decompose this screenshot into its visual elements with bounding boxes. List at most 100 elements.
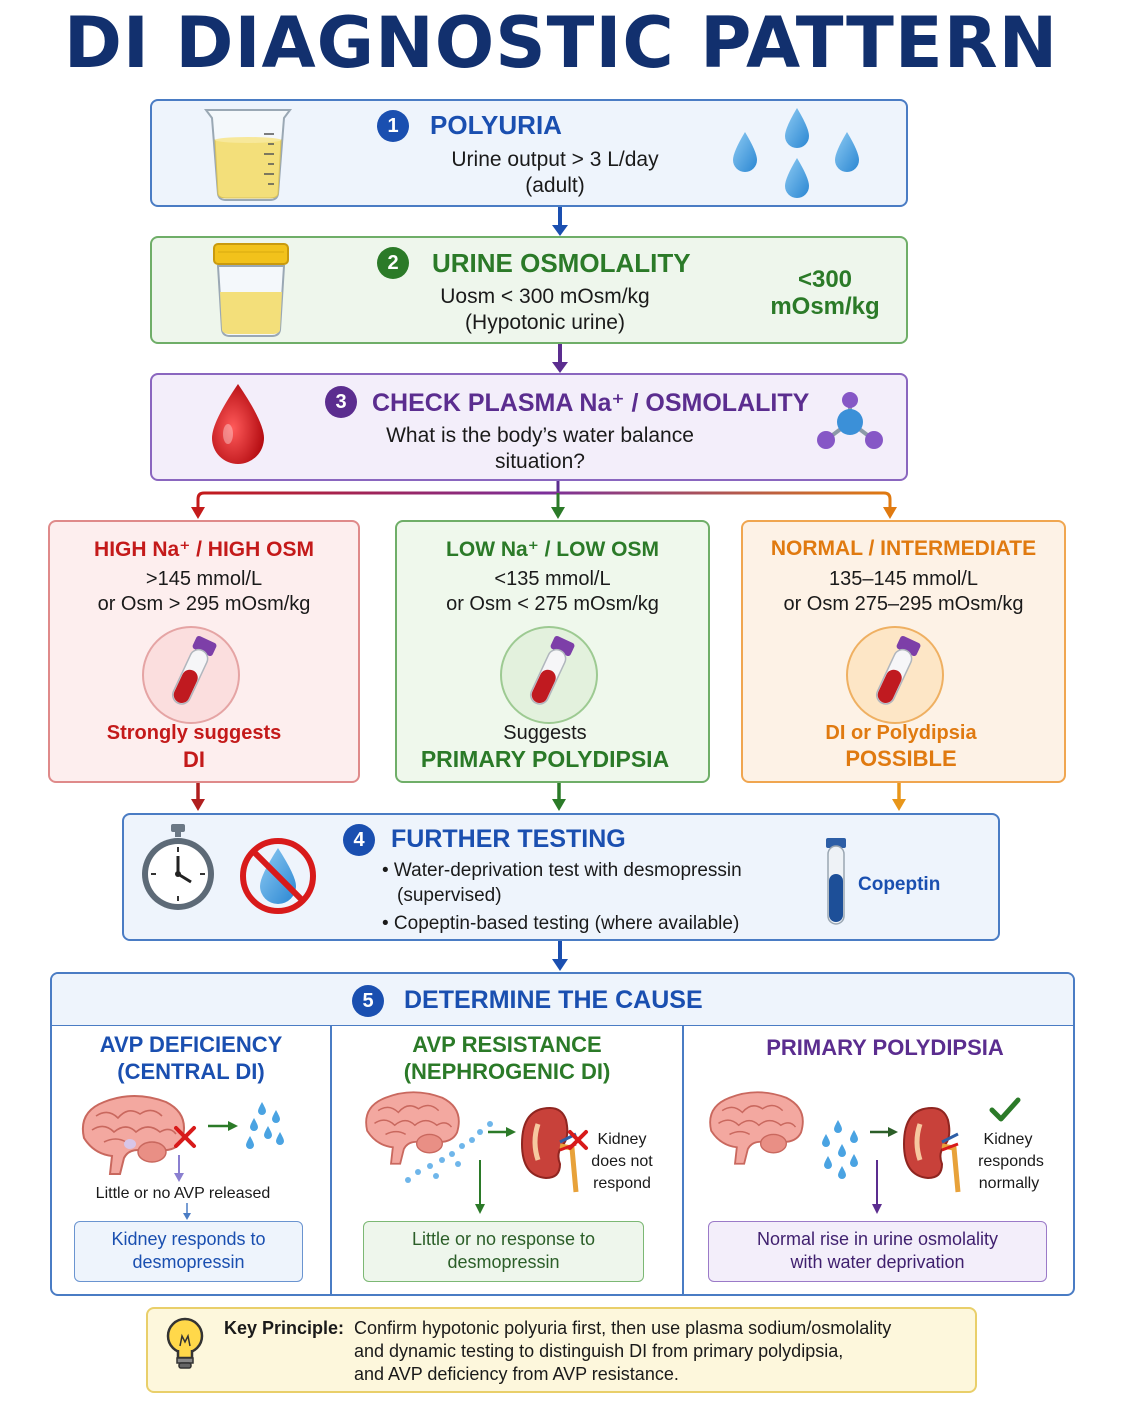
step1-line1: Urine output > 3 L/day [451,148,659,171]
step1-number-badge: 1 [377,110,409,142]
branch-low-line2: or Osm < 275 mOsm/kg [446,593,659,615]
blood-tube-icon [500,626,598,724]
cause-polydipsia-result-box: Normal rise in urine osmolality with wat… [708,1221,1047,1282]
step1-line2: (adult) [525,174,585,197]
water-drops-icon [822,1120,858,1179]
blood-tube-icon [846,626,944,724]
step1-heading: POLYURIA [430,110,562,140]
branch-normal-heading: NORMAL / INTERMEDIATE [770,537,1037,560]
stopwatch-icon [142,824,214,910]
step4-copeptin-label: Copeptin [858,874,941,895]
blood-drop-icon [212,384,264,464]
molecule-icon [817,392,883,449]
cause-central-result1: Kidney responds to [111,1229,266,1249]
step4-heading: FURTHER TESTING [391,825,626,853]
branch-high-heading: HIGH Na⁺ / HIGH OSM [94,538,314,561]
step3-line2: situation? [495,450,585,473]
water-drops-icon [246,1102,284,1149]
arrow-high-to-step4 [191,783,205,811]
step5-header-band [52,974,1073,1026]
urine-cup-icon [213,243,289,337]
cause-nephrogenic-title2: (NEPHROGENIC DI) [403,1059,611,1084]
branch-low-line1: <135 mmol/L [494,568,611,590]
cause-nephrogenic-note3: respond [593,1175,651,1192]
x-mark-icon [174,1126,196,1148]
arrow-normal-to-step4 [892,783,906,811]
cause-central-note: Little or no AVP released [95,1185,271,1202]
down-arrow-icon [475,1160,485,1214]
step2-line1: Uosm < 300 mOsm/kg [440,285,650,308]
step2-line2: (Hypotonic urine) [465,311,625,334]
branch-normal-result2: POSSIBLE [845,746,957,771]
key-principle-label: Key Principle: [224,1318,345,1338]
cause-divider-2 [682,1026,684,1294]
step4-bullet1: • Water-deprivation test with desmopress… [382,860,742,881]
step2-threshold-unit: mOsm/kg [770,293,880,320]
avp-particles-icon [405,1121,493,1183]
cause-nephrogenic-result-box: Little or no response to desmopressin [363,1221,644,1282]
cause-polydipsia-note1: Kidney [983,1131,1033,1148]
arrow-step1-to-step2 [552,207,568,236]
kidney-icon [902,1106,961,1193]
branch-connector [191,481,897,519]
x-mark-icon [568,1130,588,1150]
cause-central-result2: desmopressin [132,1252,245,1272]
cause-nephrogenic-note2: does not [591,1153,653,1170]
cause-polydipsia-result2: with water deprivation [790,1252,965,1272]
brain-icon [365,1091,460,1165]
test-tube-icon [826,838,846,925]
beaker-icon [204,109,292,201]
key-principle-line2: and dynamic testing to distinguish DI fr… [354,1341,844,1361]
cause-polydipsia-note2: responds [978,1153,1044,1170]
kidney-icon [520,1106,579,1193]
arrow-step2-to-step3 [552,344,568,373]
cause-central-title2: (CENTRAL DI) [117,1059,265,1084]
cause-nephrogenic-note1: Kidney [597,1131,647,1148]
branch-normal-result1: DI or Polydipsia [825,722,977,744]
down-arrow-icon [872,1160,882,1214]
step4-bullet2: • Copeptin-based testing (where availabl… [382,913,740,934]
cause-central-result-box: Kidney responds to desmopressin [74,1221,303,1282]
step2-threshold-value: <300 [797,266,853,293]
arrow-icon [870,1127,898,1137]
step5-heading: DETERMINE THE CAUSE [404,986,703,1014]
step4-bullet1-cont: (supervised) [397,885,502,906]
cause-polydipsia-result1: Normal rise in urine osmolality [756,1229,999,1249]
arrow-icon [488,1127,516,1137]
cause-nephrogenic-title1: AVP RESISTANCE [412,1032,602,1057]
step3-number-badge: 3 [325,386,357,418]
branch-normal-line1: 135–145 mmol/L [829,568,978,590]
down-arrow-icon [174,1155,184,1182]
page-title: DI DIAGNOSTIC PATTERN [63,2,1059,84]
step3-line1: What is the body’s water balance [386,424,694,447]
branch-low-result2: PRIMARY POLYDIPSIA [420,746,670,772]
check-mark-icon [989,1097,1021,1122]
blood-tube-icon [142,626,240,724]
cause-central-title1: AVP DEFICIENCY [99,1032,283,1057]
step2-heading: URINE OSMOLALITY [432,248,691,278]
branch-normal-line2: or Osm 275–295 mOsm/kg [783,593,1024,615]
brain-icon [82,1095,185,1175]
key-principle-line1: Confirm hypotonic polyuria first, then u… [354,1318,892,1338]
cause-divider-1 [330,1026,332,1294]
no-water-icon [240,838,316,914]
brain-icon [709,1091,804,1165]
branch-high-result1: Strongly suggests [106,722,282,744]
step5-number-badge: 5 [352,985,384,1017]
branch-low-result1: Suggests [503,722,587,744]
cause-polydipsia-title: PRIMARY POLYDIPSIA [766,1035,1004,1060]
down-arrow-icon [183,1203,191,1220]
water-drops-icon [733,108,859,198]
branch-high-line1: >145 mmol/L [145,568,263,590]
branch-low-heading: LOW Na⁺ / LOW OSM [446,538,659,561]
step2-number-badge: 2 [377,247,409,279]
arrow-icon [208,1121,238,1131]
cause-nephrogenic-result2: desmopressin [447,1252,560,1272]
cause-polydipsia-note3: normally [978,1175,1040,1192]
arrow-low-to-step4 [552,783,566,811]
key-principle-line3: and AVP deficiency from AVP resistance. [354,1364,679,1384]
lightbulb-icon [166,1317,204,1369]
arrow-step4-to-step5 [552,941,568,971]
cause-nephrogenic-result1: Little or no response to [411,1229,596,1249]
key-principle-box [146,1307,977,1393]
